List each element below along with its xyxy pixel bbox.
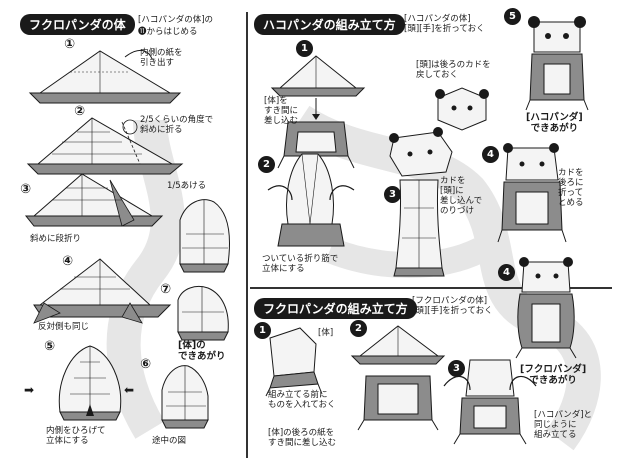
step1-figure xyxy=(28,50,182,104)
rt-step-5-badge: 5 xyxy=(504,8,521,25)
rb-body-label: [体] xyxy=(318,328,334,338)
left-section-title: フクロパンダの体 xyxy=(20,14,135,35)
step2-note: 2/5くらいの角度で 斜めに折る xyxy=(140,115,214,135)
horizontal-divider xyxy=(250,287,612,289)
rb-step3-figure xyxy=(443,359,537,445)
step1-note: 内側の紙を 引き出す xyxy=(140,48,183,68)
step4-note: 反対側も同じ xyxy=(38,322,90,332)
left-ref-line1: [ハコパンダの体]の xyxy=(138,15,214,25)
rt-step-1-badge: 1 xyxy=(296,40,313,57)
one-fifth-note: 1/5あける xyxy=(167,181,207,191)
rb-step-4-badge: 4 xyxy=(498,264,515,281)
step5-note: 内側をひろげて 立体にする xyxy=(46,426,106,446)
right-bottom-ref: [フクロパンダの体] [頭][手]を折っておく xyxy=(412,296,493,316)
vertical-divider xyxy=(246,12,248,458)
step5-figure xyxy=(58,345,122,421)
rt-head-note: [頭]は後ろのカドを 戻しておく xyxy=(416,60,491,80)
step-number: ⑦ xyxy=(160,282,172,297)
right-top-title: ハコパンダの組み立て方 xyxy=(254,14,405,35)
rb-step3-note: [ハコパンダ]と 同じように 組み立てる xyxy=(534,410,593,440)
rt-step-4-badge: 4 xyxy=(482,146,499,163)
step7-top-figure xyxy=(179,199,230,273)
left-ref-line2: ⓫からはじめる xyxy=(138,27,198,37)
step-number: ① xyxy=(64,37,76,52)
step-number: ⑥ xyxy=(140,357,152,372)
rt-head-figure xyxy=(435,87,489,131)
step-number: ⑤ xyxy=(44,339,56,354)
step-number: ② xyxy=(74,104,86,119)
rb-step4-caption: [フクロパンダ] できあがり xyxy=(520,364,587,386)
rb-step1-figure xyxy=(265,327,323,397)
step6-note: 途中の図 xyxy=(152,436,187,446)
ref-step-number: ⓫ xyxy=(138,27,147,37)
rb-step-2-badge: 2 xyxy=(350,320,367,337)
rb-step-1-badge: 1 xyxy=(254,322,271,339)
push-arrow-right: ⬅ xyxy=(124,383,135,397)
push-arrow-left: ➡ xyxy=(24,383,35,397)
step3-figure xyxy=(24,173,164,227)
ref-step-text: からはじめる xyxy=(146,27,198,37)
rb-step4-figure xyxy=(515,257,577,359)
rt-step2-note: ついている折り筋で 立体にする xyxy=(262,254,339,274)
rt-step4-note: カドを 後ろに 折って とめる xyxy=(558,168,584,208)
rt-step3-figure xyxy=(389,127,453,277)
step2-figure xyxy=(26,117,184,175)
rt-step-2-badge: 2 xyxy=(258,156,275,173)
rb-step2-note: [体]の後ろの紙を すき間に差し込む xyxy=(268,428,337,448)
step4-figure xyxy=(33,258,172,324)
step-number: ④ xyxy=(62,254,74,269)
rb-step2-figure xyxy=(350,325,446,431)
rt-step3-note: カドを [頭]に 差し込んで のりづけ xyxy=(440,176,483,216)
right-bottom-title: フクロパンダの組み立て方 xyxy=(254,298,417,319)
step7-caption: [体]の できあがり xyxy=(178,340,226,362)
rt-step5-figure xyxy=(525,16,589,111)
rt-step1-figure xyxy=(270,55,366,169)
rt-step2-figure xyxy=(267,153,355,247)
rb-step1-note: 組み立てる前に ものを入れておく xyxy=(268,390,336,410)
step3-note: 斜めに段折り xyxy=(30,234,82,244)
rt-step1-note: [体]を すき間に 差し込む xyxy=(264,96,299,126)
rt-step5-caption: [ハコパンダ] できあがり xyxy=(526,112,583,134)
step6-figure xyxy=(161,365,209,429)
step-number: ③ xyxy=(20,182,32,197)
right-top-ref: [ハコパンダの体] [頭][手]を折っておく xyxy=(404,14,485,34)
step7-figure xyxy=(177,286,229,341)
rt-step4-figure xyxy=(497,143,567,243)
